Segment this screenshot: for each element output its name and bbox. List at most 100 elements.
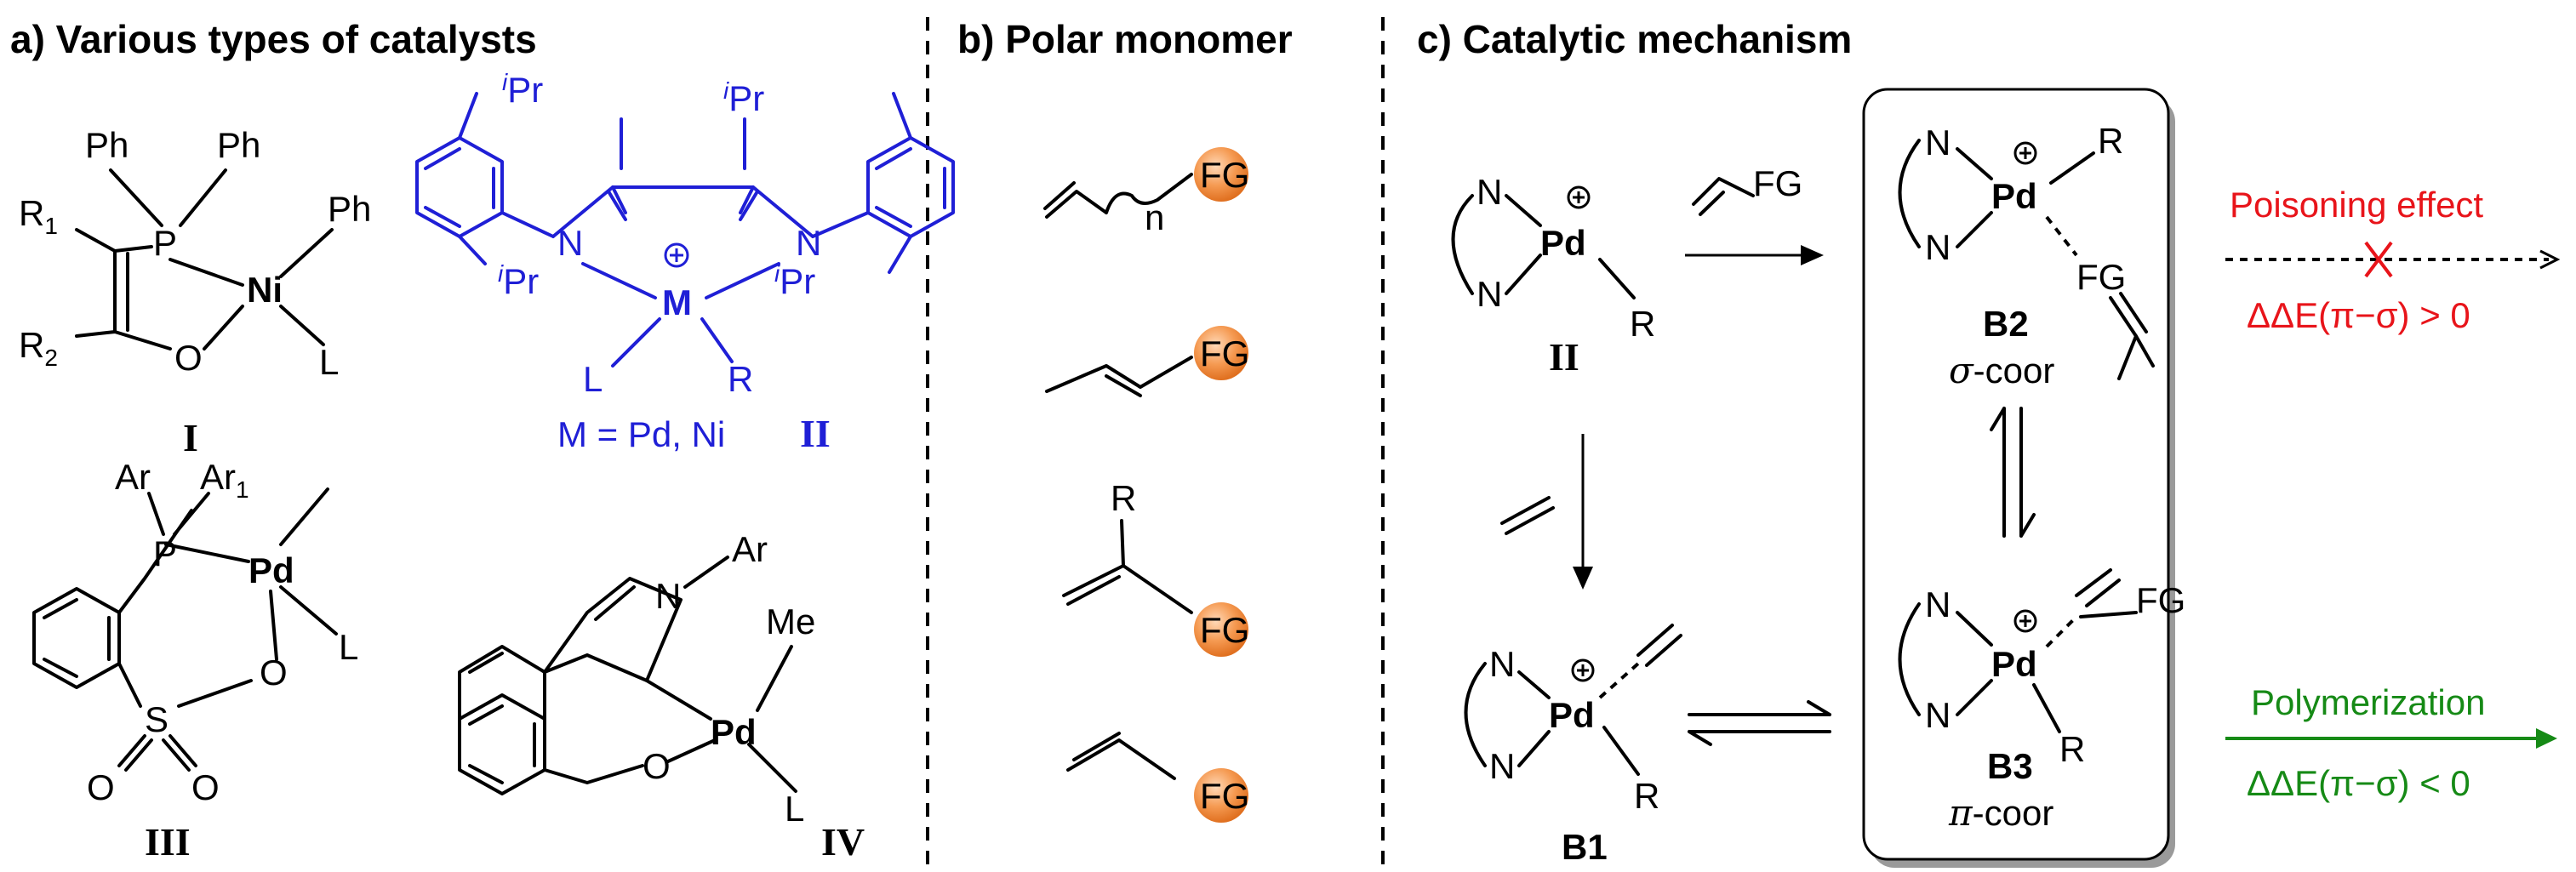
poisoning-outcome: Poisoning effect ΔΔE(π−σ) > 0 (2225, 185, 2561, 335)
monomer-3-fg: FG (1200, 610, 1249, 650)
catalyst-I-r1: R1 (19, 193, 58, 239)
mechanism-complex-B1: N N Pd R B1 (1464, 624, 1682, 867)
mech-II-r: R (1630, 304, 1655, 344)
catalyst-IV-ar: Ar (732, 529, 768, 569)
catalyst-IV-l: L (785, 789, 804, 829)
catalyst-II-charge-plus-icon (664, 242, 689, 268)
fg-circle-icon (1194, 147, 1248, 202)
mechanism-complex-B2: N N Pd R FG B2 σ-coor (1898, 121, 2155, 391)
mech-B3-n-bottom: N (1925, 695, 1951, 735)
mech-B1-r: R (1634, 776, 1659, 816)
monomer-2: FG (1045, 326, 1249, 397)
equilibrium-B2-B3-icon (1990, 407, 2006, 538)
mech-B2-r: R (2098, 121, 2123, 161)
charge-plus-icon (2013, 141, 2037, 165)
catalyst-II-ipr-tl: iPr (502, 69, 543, 110)
catalyst-I-label: I (183, 416, 198, 459)
mech-B3-pd: Pd (1991, 644, 2037, 684)
mech-B2-n-bottom: N (1925, 227, 1951, 267)
catalyst-I-ni: Ni (247, 270, 283, 310)
catalyst-III-o-left: O (87, 767, 115, 807)
header-polar-monomer: b) Polar monomer (957, 17, 1293, 61)
mech-II-label: II (1549, 335, 1579, 379)
mech-B2-label: B2 (1983, 304, 2029, 344)
catalyst-I-l: L (319, 342, 339, 382)
catalyst-III-p: P (153, 533, 177, 573)
polymerization-condition: ΔΔE(π−σ) < 0 (2247, 763, 2470, 803)
charge-plus-icon (2013, 609, 2037, 633)
fg-circle-icon (1194, 326, 1248, 380)
catalyst-I-p: P (153, 223, 177, 263)
catalyst-III-o: O (260, 653, 288, 692)
charge-plus-icon (1571, 658, 1595, 682)
catalyst-III-ar: Ar (115, 457, 151, 497)
catalyst-I-o: O (174, 338, 203, 378)
mech-II-pd: Pd (1540, 223, 1586, 263)
monomer-1-fg: FG (1200, 155, 1249, 195)
catalyst-I-ph-right: Ph (217, 125, 260, 165)
intermediates-box (1862, 88, 2170, 861)
mech-arrow-fg: FG (1753, 163, 1802, 203)
mech-B1-n-top: N (1489, 644, 1515, 684)
catalyst-I-structure: Ph Ph Ph R1 R2 P Ni O L I (19, 125, 371, 459)
catalyst-IV-pd: Pd (711, 712, 757, 752)
poisoning-effect-label: Poisoning effect (2230, 185, 2483, 225)
mechanism-complex-II: N N Pd R II (1451, 172, 1655, 379)
header-mechanism: c) Catalytic mechanism (1417, 17, 1852, 61)
mech-B2-n-top: N (1925, 123, 1951, 162)
mech-II-n-top: N (1476, 172, 1502, 212)
catalyst-II-ipr-tr: iPr (723, 77, 764, 118)
monomer-4: FG (1066, 732, 1249, 823)
polymerization-label: Polymerization (2251, 682, 2485, 722)
polymerization-outcome: Polymerization ΔΔE(π−σ) < 0 (2225, 682, 2557, 803)
catalyst-III-s: S (145, 699, 168, 739)
monomer-4-fg: FG (1200, 776, 1249, 816)
monomer-3-r: R (1111, 478, 1136, 518)
catalyst-I-r2: R2 (19, 325, 58, 371)
catalyst-I-ph-ni: Ph (328, 189, 371, 229)
catalyst-II-l: L (583, 359, 603, 399)
charge-plus-icon (1567, 185, 1591, 209)
mech-B1-n-bottom: N (1489, 746, 1515, 786)
monomer-2-fg: FG (1200, 333, 1249, 373)
mech-B3-fg: FG (2136, 580, 2185, 620)
fg-circle-icon (1194, 768, 1248, 823)
catalyst-IV-label: IV (821, 820, 865, 863)
mech-B2-sigma-coor: σ-coor (1949, 350, 2054, 391)
mechanism-complex-B3: N N Pd FG R B3 π-coor (1898, 568, 2185, 834)
catalyst-II-m: M (662, 282, 692, 322)
catalyst-IV-n: N (655, 576, 681, 616)
catalyst-III-pd: Pd (248, 550, 294, 590)
catalyst-III-l: L (339, 627, 358, 667)
catalyst-III-label: III (145, 820, 191, 863)
monomer-1: n FG (1043, 147, 1249, 237)
monomer-3: R FG (1062, 478, 1249, 657)
catalyst-IV-o: O (643, 746, 671, 786)
catalyst-II-metals: M = Pd, Ni (557, 414, 725, 454)
catalyst-II-n-right: N (796, 223, 821, 263)
catalyst-III-o-right: O (191, 767, 220, 807)
catalyst-II-r: R (728, 359, 753, 399)
catalyst-II-label: II (800, 412, 831, 455)
catalyst-II-structure: iPr iPr iPr iPr N N M L R M = Pd, Ni II (415, 69, 955, 455)
header-catalysts: a) Various types of catalysts (10, 17, 537, 61)
equilibrium-B1-B3-icon (1688, 700, 1831, 716)
catalyst-I-ph-left: Ph (85, 125, 129, 165)
catalyst-IV-me: Me (766, 601, 815, 641)
fg-circle-icon (1194, 602, 1248, 657)
mech-B1-label: B1 (1562, 827, 1608, 867)
mech-B2-pd: Pd (1991, 176, 2037, 216)
catalyst-III-structure: Ar Ar1 P Pd L O S O O III (32, 457, 358, 863)
mech-B3-r: R (2059, 729, 2085, 769)
blocked-cross-icon (2364, 241, 2393, 278)
catalyst-II-ipr-bl: iPr (498, 260, 539, 301)
mech-II-n-bottom: N (1476, 274, 1502, 314)
catalyst-III-ar1: Ar1 (200, 457, 249, 503)
mech-B3-pi-coor: π-coor (1948, 792, 2053, 834)
mech-B1-pd: Pd (1549, 695, 1595, 735)
catalyst-II-ipr-br: iPr (774, 260, 815, 301)
mech-B3-label: B3 (1987, 746, 2033, 786)
mech-B2-fg: FG (2076, 257, 2126, 297)
catalyst-II-n-left: N (557, 223, 583, 263)
